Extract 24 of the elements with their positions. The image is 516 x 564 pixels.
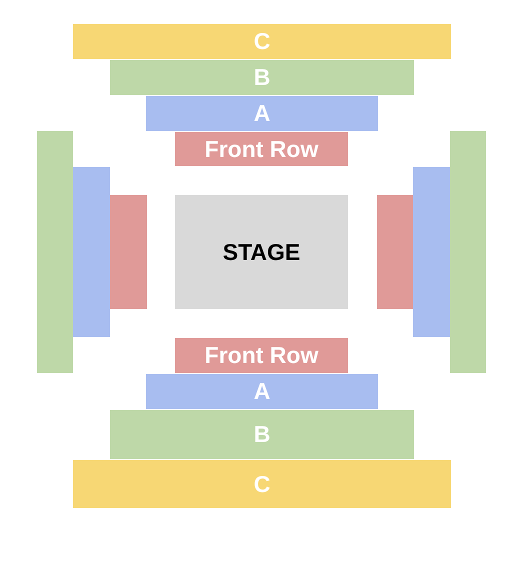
section-label: C — [254, 28, 270, 55]
seating-section — [73, 167, 110, 337]
stage-label: STAGE — [222, 238, 300, 266]
seating-section — [146, 96, 378, 131]
section-label: Front Row — [204, 342, 318, 369]
section-label: B — [254, 421, 270, 448]
seating-section — [175, 132, 348, 166]
seating-section — [450, 131, 486, 373]
seating-section — [175, 338, 348, 373]
seating-section — [413, 167, 450, 337]
seating-section — [146, 374, 378, 409]
seating-section — [37, 131, 73, 373]
seating-section — [73, 460, 451, 508]
section-label: B — [254, 64, 270, 91]
section-label: A — [254, 100, 270, 127]
section-label: Front Row — [204, 136, 318, 162]
section-label: A — [254, 378, 270, 405]
seating-section — [73, 24, 451, 59]
seating-section — [110, 410, 414, 459]
stage-area — [175, 195, 348, 309]
seating-section — [110, 60, 414, 95]
seating-section — [377, 195, 413, 309]
seating-section — [110, 195, 147, 309]
section-label: C — [254, 470, 270, 498]
